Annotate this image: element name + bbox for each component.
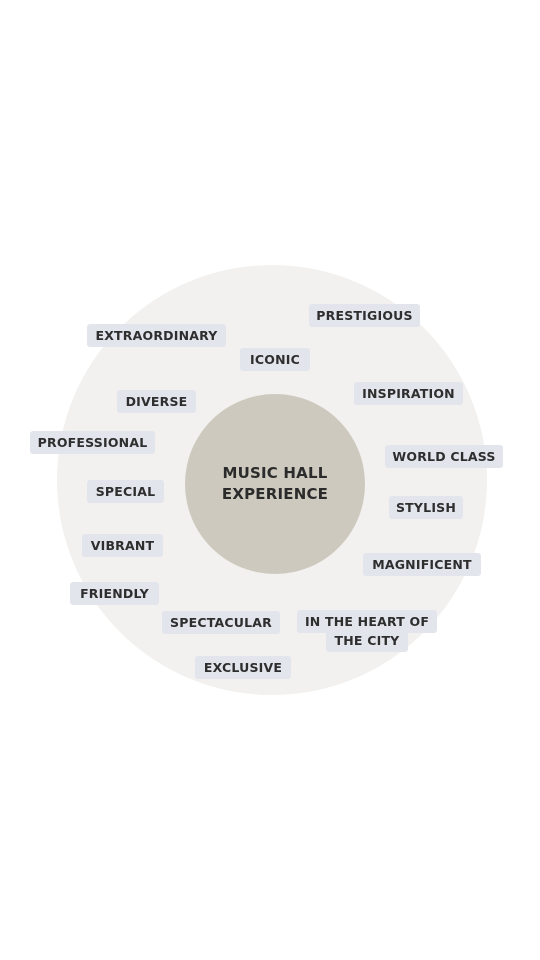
tag-vibrant: VIBRANT [82, 534, 163, 557]
tag-label: PRESTIGIOUS [316, 308, 413, 323]
tag-friendly: FRIENDLY [70, 582, 159, 605]
tag-diverse: DIVERSE [117, 390, 196, 413]
tag-in-the-heart-line-1: IN THE HEART OF [297, 610, 437, 633]
tag-label: STYLISH [395, 500, 457, 515]
tag-label: PROFESSIONAL [37, 435, 148, 450]
tag-special: SPECIAL [87, 480, 164, 503]
tag-label: MAGNIFICENT [372, 557, 472, 572]
center-circle: MUSIC HALL EXPERIENCE [185, 394, 365, 574]
tag-label: EXCLUSIVE [203, 660, 283, 675]
tag-stylish: STYLISH [389, 496, 463, 519]
tag-spectacular: SPECTACULAR [162, 611, 280, 634]
tag-label: INSPIRATION [362, 386, 455, 401]
tag-label: FRIENDLY [80, 586, 149, 601]
tag-prestigious: PRESTIGIOUS [309, 304, 420, 327]
tag-label: THE CITY [334, 633, 400, 648]
tag-in-the-heart-line-2: THE CITY [326, 629, 408, 652]
tag-label: IN THE HEART OF [304, 614, 430, 629]
tag-label: WORLD CLASS [392, 449, 496, 464]
center-title-line-1: MUSIC HALL [222, 464, 328, 482]
tag-label: SPECIAL [95, 484, 156, 499]
tag-world-class: WORLD CLASS [385, 445, 503, 468]
tag-label: VIBRANT [90, 538, 155, 553]
tag-exclusive: EXCLUSIVE [195, 656, 291, 679]
tag-label: EXTRAORDINARY [95, 328, 218, 343]
tag-professional: PROFESSIONAL [30, 431, 155, 454]
tag-magnificent: MAGNIFICENT [363, 553, 481, 576]
tag-label: SPECTACULAR [170, 615, 272, 630]
tag-label: ICONIC [250, 352, 300, 367]
tag-inspiration: INSPIRATION [354, 382, 463, 405]
center-title-line-2: EXPERIENCE [221, 485, 329, 503]
tag-iconic: ICONIC [240, 348, 310, 371]
tag-label: DIVERSE [125, 394, 188, 409]
tag-extraordinary: EXTRAORDINARY [87, 324, 226, 347]
